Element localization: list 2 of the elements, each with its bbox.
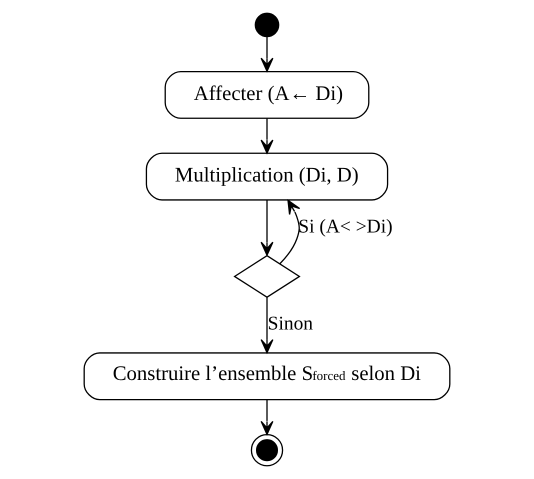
edge-label: Sinon (268, 314, 314, 335)
edge-label: Si (A< >Di) (298, 216, 393, 238)
